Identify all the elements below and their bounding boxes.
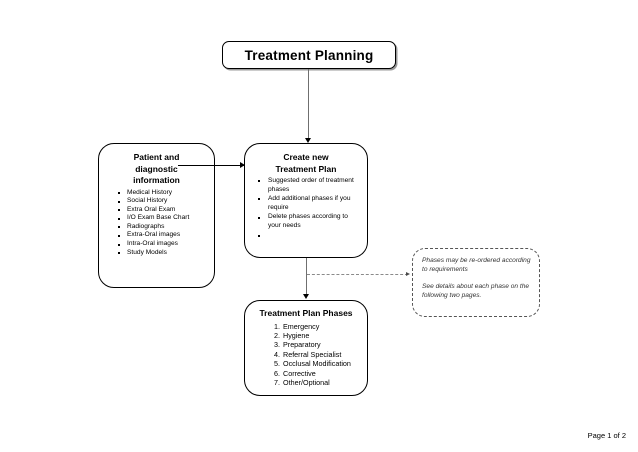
treatment-plan-phases-box: Treatment Plan Phases 1.Emergency 2.Hygi… (244, 300, 368, 396)
connector-title-to-create (308, 69, 309, 138)
list-item: Intra-Oral images (117, 240, 208, 249)
connector-create-to-phases (306, 258, 307, 295)
arrowhead-create-to-phases (303, 294, 309, 299)
list-item: Study Models (117, 249, 208, 258)
arrowhead-patient-to-create (240, 162, 245, 168)
patient-heading-line3: information (133, 175, 180, 185)
list-item: Extra Oral Exam (117, 206, 208, 215)
create-item-list: Suggested order of treatment phases Add … (249, 177, 363, 237)
arrowhead-to-note (406, 272, 410, 276)
list-item: 4.Referral Specialist (267, 350, 363, 359)
list-item-number: 4. (274, 349, 280, 359)
list-item: Delete phases according to your needs (257, 213, 361, 231)
list-item: Social History (117, 197, 208, 206)
patient-box-heading: Patient and diagnostic information (109, 152, 204, 187)
note-paragraph-1: Phases may be re-ordered according to re… (422, 257, 531, 273)
page-footer: Page 1 of 2 (587, 431, 626, 440)
create-heading-line2: Treatment Plan (275, 163, 337, 174)
connector-patient-to-create (178, 165, 245, 166)
create-heading-line1: Create new (283, 152, 329, 162)
list-item-number: 6. (274, 368, 280, 378)
list-item: Extra-Oral images (117, 231, 208, 240)
list-item: 1.Emergency (267, 322, 363, 331)
list-item-number: 5. (274, 359, 280, 369)
phases-box-heading: Treatment Plan Phases (259, 308, 353, 318)
list-item-number: 3. (274, 340, 280, 350)
patient-heading-line1: Patient and (133, 152, 180, 162)
phases-item-list: 1.Emergency 2.Hygiene 3.Preparatory 4.Re… (249, 322, 363, 388)
patient-diagnostic-box: Patient and diagnostic information Medic… (98, 143, 215, 288)
list-item: I/O Exam Base Chart (117, 214, 208, 223)
list-item-label: Referral Specialist (283, 349, 342, 359)
page-title: Treatment Planning (244, 47, 374, 63)
list-item: 2.Hygiene (267, 331, 363, 340)
list-item-label: Corrective (283, 368, 316, 378)
create-treatment-plan-box: Create new Treatment Plan Suggested orde… (244, 143, 368, 258)
list-item-label: Preparatory (283, 340, 321, 350)
create-box-heading: Create new Treatment Plan (255, 152, 357, 175)
connector-to-note (307, 274, 408, 275)
list-item-label: Other/Optional (283, 377, 330, 387)
list-item-number: 2. (274, 330, 280, 340)
list-item: 5.Occlusal Modification (267, 359, 363, 368)
patient-item-list: Medical History Social History Extra Ora… (103, 189, 210, 258)
list-item: Suggested order of treatment phases (257, 177, 361, 195)
title-box: Treatment Planning (222, 41, 396, 69)
list-item-number: 7. (274, 377, 280, 387)
list-item-number: 1. (274, 321, 280, 331)
list-item: 6.Corrective (267, 369, 363, 378)
note-callout-box: Phases may be re-ordered according to re… (412, 248, 540, 317)
list-item-label: Hygiene (283, 330, 310, 340)
list-item: 3.Preparatory (267, 340, 363, 349)
list-item: Add additional phases if you require (257, 195, 361, 213)
list-item-label: Occlusal Modification (283, 359, 351, 369)
note-paragraph-2: See details about each phase on the foll… (422, 283, 530, 299)
list-item: 7.Other/Optional (267, 378, 363, 387)
list-item: Radiographs (117, 223, 208, 232)
list-item-label: Emergency (283, 321, 320, 331)
arrowhead-title-to-create (305, 138, 311, 143)
list-item: Medical History (117, 189, 208, 198)
patient-heading-line2: diagnostic (135, 163, 178, 174)
